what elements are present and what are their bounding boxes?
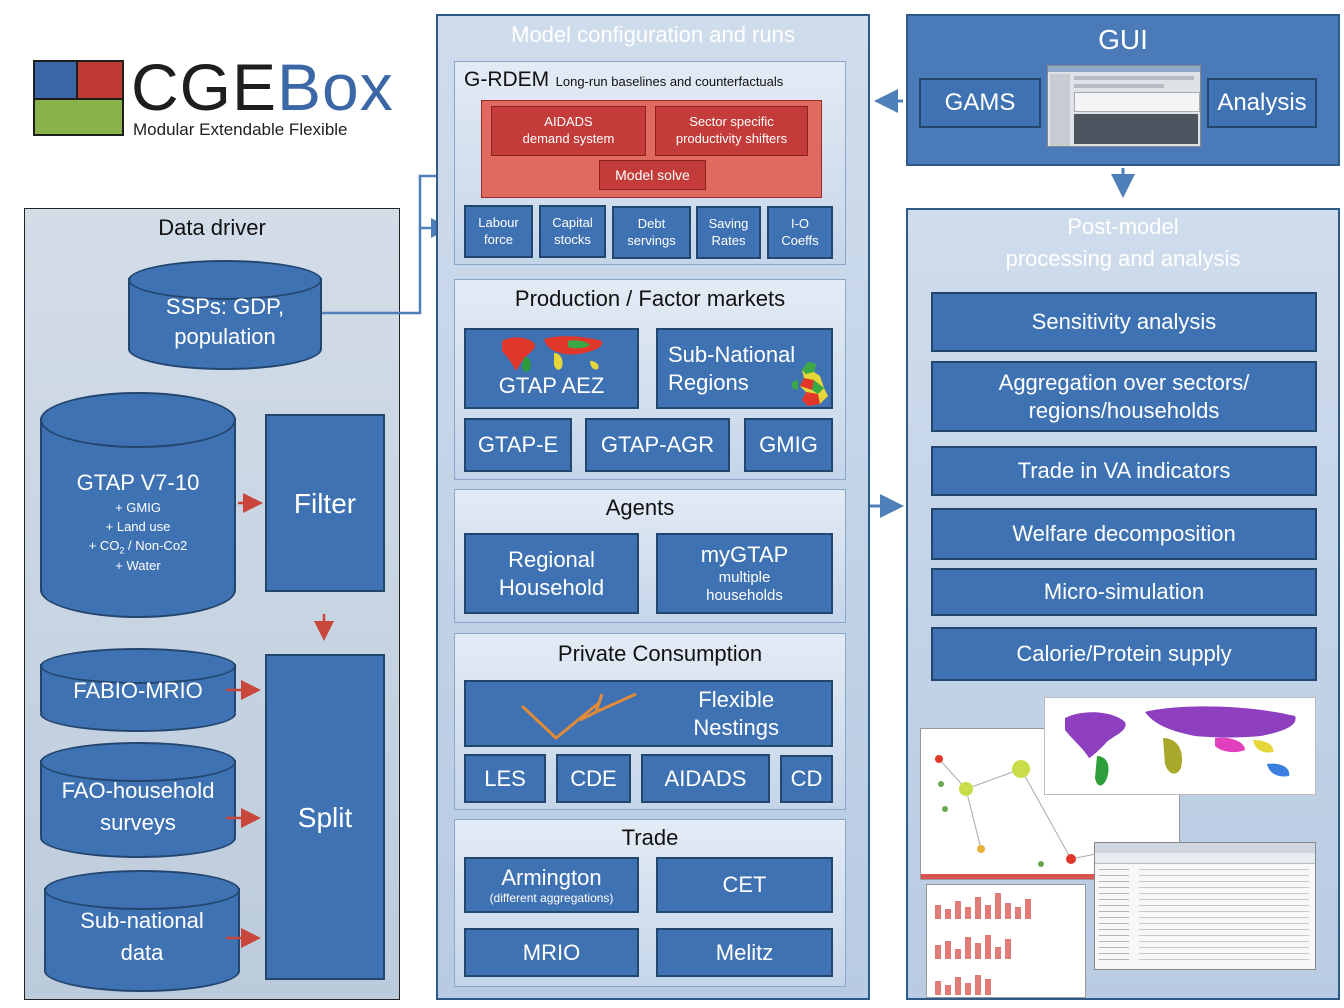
logo-green-bar	[33, 98, 124, 136]
grdem-title: G-RDEM	[464, 68, 550, 91]
nesting-tree-icon	[520, 692, 637, 740]
model-config-title: Model configuration and runs	[511, 22, 795, 47]
cgebox-logo: CGEBox Modular Extendable Flexible	[33, 54, 413, 142]
gtap-agr-box: GTAP-AGR	[585, 418, 730, 472]
logo-tagline: Modular Extendable Flexible	[133, 120, 348, 139]
gtap-e-box: GTAP-E	[464, 418, 572, 472]
filter-box: Filter	[265, 414, 385, 592]
gtap-item-landuse: + Land use	[105, 519, 171, 534]
world-map-icon	[502, 336, 603, 372]
model-solve-box: Model solve	[599, 160, 706, 190]
melitz-box: Melitz	[656, 928, 833, 977]
ssps-cylinder: SSPs: GDP, population	[128, 260, 322, 370]
consumption-title: Private Consumption	[557, 641, 763, 666]
uk-regions-map-icon	[792, 362, 828, 406]
subnational-label-1: Sub-national	[80, 908, 204, 933]
grdem-subtitle: Long-run baselines and counterfactuals	[555, 74, 784, 89]
gui-title: GUI	[1098, 24, 1148, 55]
grdem-header: G-RDEM Long-run baselines and counterfac…	[464, 68, 783, 92]
aggregation-box: Aggregation over sectors/regions/househo…	[931, 361, 1317, 432]
gmig-box: GMIG	[744, 418, 833, 472]
trade-title: Trade	[621, 825, 679, 850]
logo-red-square	[76, 60, 124, 100]
split-box: Split	[265, 654, 385, 980]
les-box: LES	[464, 754, 546, 803]
micro-simulation-box: Micro-simulation	[931, 568, 1317, 616]
subnational-data-cylinder: Sub-national data	[44, 870, 240, 992]
gtap-item-water: + Water	[115, 558, 161, 573]
gtap-item-co2: + CO2 / Non-Co2	[88, 538, 188, 556]
welfare-decomposition-box: Welfare decomposition	[931, 508, 1317, 560]
calorie-protein-box: Calorie/Protein supply	[931, 627, 1317, 681]
mygtap-box: myGTAP multiple households	[656, 533, 833, 614]
analysis-box: Analysis	[1207, 78, 1317, 128]
gtap-item-gmig: + GMIG	[115, 500, 161, 515]
sensitivity-analysis-box: Sensitivity analysis	[931, 292, 1317, 352]
world-map-screenshot	[1044, 697, 1316, 795]
fao-cylinder: FAO-household surveys	[40, 742, 236, 858]
fao-label-2: surveys	[100, 810, 176, 835]
logo-wordmark: CGEBox	[131, 54, 394, 120]
cde-box: CDE	[556, 754, 631, 803]
fao-label-1: FAO-household	[61, 778, 215, 803]
armington-box: Armington (different aggregations)	[464, 857, 639, 913]
ssps-label-1: SSPs: GDP,	[165, 294, 285, 319]
logo-blue-square	[33, 60, 78, 100]
logo-word-box: Box	[277, 50, 394, 124]
fabio-label: FABIO-MRIO	[73, 678, 203, 703]
table-screenshot	[1094, 842, 1316, 970]
subnational-label-2: data	[120, 940, 164, 965]
cd-box: CD	[780, 755, 833, 803]
bar-charts-screenshot	[926, 884, 1086, 998]
mrio-box: MRIO	[464, 928, 639, 977]
gtap-title: GTAP V7-10	[76, 470, 200, 495]
fabio-cylinder: FABIO-MRIO	[40, 648, 236, 732]
trade-va-box: Trade in VA indicators	[931, 446, 1317, 496]
aidads-box: AIDADS	[641, 754, 770, 803]
gams-box: GAMS	[919, 78, 1041, 128]
gtap-cylinder: GTAP V7-10 + GMIG + Land use + CO2 / Non…	[40, 392, 236, 618]
logo-word-cge: CGE	[131, 50, 278, 124]
agents-title: Agents	[605, 495, 675, 520]
production-title: Production / Factor markets	[514, 286, 786, 311]
post-model-title-2: processing and analysis	[1005, 246, 1241, 271]
gui-screenshot-icon	[1047, 65, 1201, 147]
post-model-title-1: Post-model	[1067, 214, 1179, 239]
data-driver-title: Data driver	[158, 215, 266, 240]
cet-box: CET	[656, 857, 833, 913]
ssps-label-2: population	[174, 324, 276, 349]
